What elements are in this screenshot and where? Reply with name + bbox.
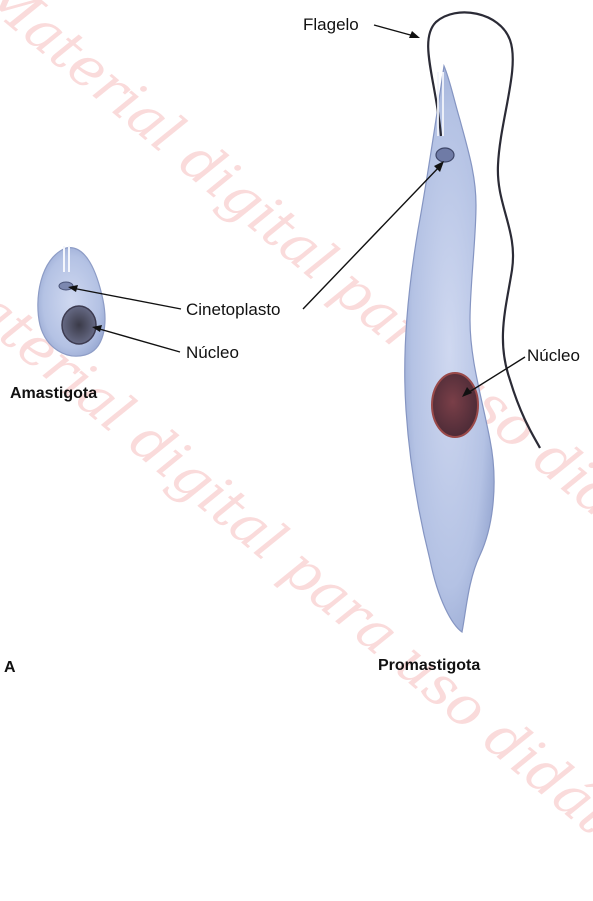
promastigota-cell [405, 12, 540, 632]
flagelo-arrowhead [409, 31, 420, 38]
flagelo-pointer [374, 25, 414, 36]
label-amastigota: Amastigota [10, 384, 97, 404]
label-panel-a: A [4, 658, 16, 678]
diagram-canvas [0, 0, 593, 683]
label-nucleo-left: Núcleo [186, 343, 239, 363]
amastigota-cell [38, 246, 105, 356]
promastigota-cinetoplasto [436, 148, 454, 162]
label-nucleo-right: Núcleo [527, 346, 580, 366]
promastigota-nucleus [432, 373, 478, 437]
label-cinetoplasto: Cinetoplasto [186, 300, 281, 320]
label-promastigota: Promastigota [378, 656, 480, 676]
label-flagelo: Flagelo [303, 15, 359, 35]
amastigota-nucleus [62, 306, 96, 344]
nucleo-left-pointer [96, 328, 180, 352]
